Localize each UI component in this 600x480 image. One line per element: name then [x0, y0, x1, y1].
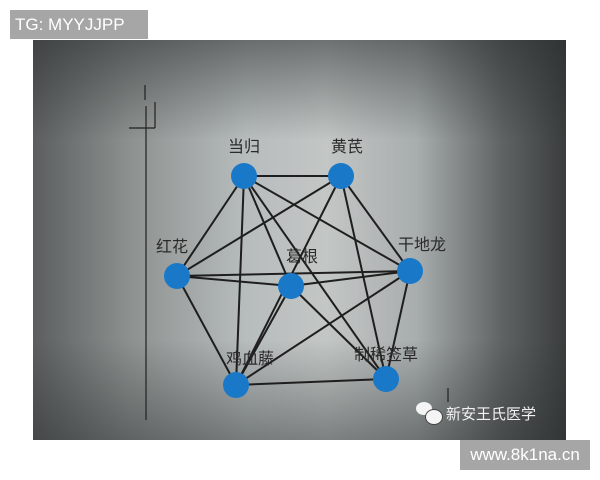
- watermark: 新安王氏医学: [416, 402, 537, 425]
- node-label: 当归: [228, 137, 260, 156]
- node-label: 干地龙: [398, 235, 446, 254]
- node-label: 葛根: [286, 247, 318, 266]
- node-circle: [231, 163, 257, 189]
- photo-background: [33, 40, 566, 440]
- node-label: 鸡血藤: [226, 349, 274, 368]
- node-circle: [223, 372, 249, 398]
- edge-danggui-jixueteng: [235, 175, 245, 386]
- node-label: 黄芪: [331, 137, 363, 156]
- node-circle: [397, 258, 423, 284]
- edge-danggui-honghua: [176, 175, 245, 277]
- edges: [176, 175, 411, 386]
- node-danggui: 当归: [228, 137, 260, 189]
- edge-jixueteng-zhixiqiancao: [235, 378, 387, 386]
- edge-honghua-jixueteng: [176, 275, 237, 386]
- edge-gandilong-jixueteng: [235, 270, 411, 386]
- cursor-marks: [129, 85, 449, 420]
- node-gegen: 葛根: [278, 247, 318, 299]
- node-circle: [328, 163, 354, 189]
- edge-huangqi-honghua: [176, 175, 342, 277]
- edge-gandilong-zhixiqiancao: [385, 270, 411, 380]
- node-honghua: 红花: [156, 237, 190, 289]
- node-circle: [373, 366, 399, 392]
- tg-badge: TG: MYYJJPP: [10, 10, 148, 39]
- edge-danggui-gegen: [243, 175, 292, 287]
- edge-gegen-gandilong: [290, 270, 411, 287]
- node-zhixiqiancao: 制稀签草: [354, 345, 418, 392]
- watermark-text: 新安王氏医学: [446, 404, 537, 423]
- node-circle: [278, 273, 304, 299]
- node-label: 红花: [156, 237, 188, 256]
- edge-honghua-gegen: [176, 275, 292, 287]
- node-huangqi: 黄芪: [328, 137, 363, 189]
- wechat-icon: [416, 402, 443, 425]
- edge-danggui-zhixiqiancao: [243, 175, 387, 380]
- edge-danggui-gandilong: [243, 175, 411, 272]
- node-label: 制稀签草: [354, 345, 418, 364]
- edge-huangqi-gandilong: [340, 175, 411, 272]
- node-jixueteng: 鸡血藤: [223, 349, 274, 398]
- edge-gegen-zhixiqiancao: [290, 285, 387, 380]
- url-badge: www.8k1na.cn: [460, 440, 590, 470]
- node-gandilong: 干地龙: [397, 235, 446, 284]
- edge-gegen-jixueteng: [235, 285, 292, 386]
- node-circle: [164, 263, 190, 289]
